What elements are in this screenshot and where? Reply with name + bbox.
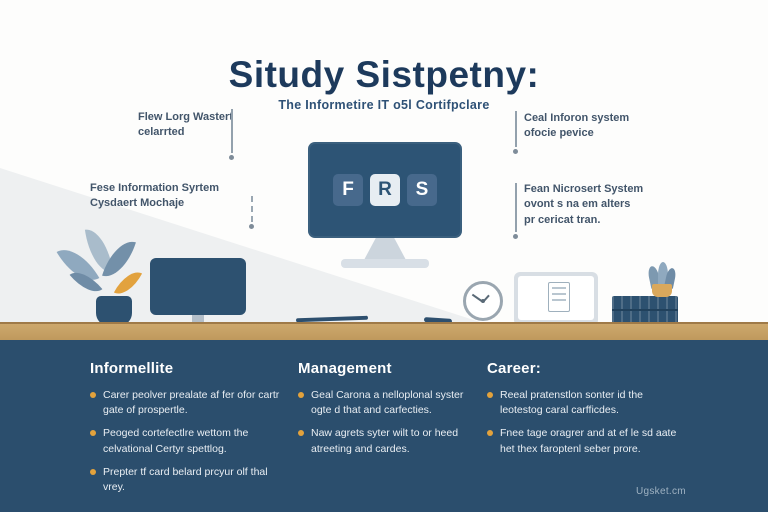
callout-mid-left: Fese Information Syrtem Cysdaert Mochaje	[90, 181, 219, 212]
bullet-item: Reeal pratenstlon sonter id the leotesto…	[487, 388, 687, 418]
bullet-dot-icon	[298, 392, 304, 398]
clock-icon	[463, 281, 503, 321]
hero-monitor-screen: F R S	[308, 142, 462, 238]
small-plant-leaf-icon	[658, 262, 668, 288]
letter-box-r: R	[370, 174, 400, 206]
plant-vase-icon	[96, 296, 132, 326]
watermark-credit: Ugsket.cm	[636, 486, 686, 497]
bullet-text: Reeal pratenstlon sonter id the leotesto…	[500, 389, 644, 417]
connector-line	[231, 109, 233, 153]
small-plant-pot-icon	[652, 284, 672, 297]
callout-line: celarrted	[138, 126, 185, 139]
bullet-dot-icon	[298, 430, 304, 437]
document-text-line	[552, 287, 566, 289]
bullet-item: Carer peolver prealate af fer ofor cartr…	[90, 388, 282, 418]
callout-mid-right: Fean Nicrosert System ovont s na em alte…	[524, 182, 643, 228]
connector-dot	[229, 155, 234, 160]
panel-column-management: Management Geal Carona a nelloplonal sys…	[298, 360, 476, 465]
bullet-item: Geal Carona a nelloplonal syster ogte d …	[298, 388, 476, 418]
connector-line	[515, 111, 517, 147]
bullet-dot-icon	[90, 392, 96, 398]
column-heading: Career:	[487, 360, 541, 377]
bullet-dot-icon	[90, 468, 96, 475]
callout-top-right: Ceal Inforon system ofocie pevice	[524, 111, 629, 142]
panel-column-career: Career: Reeal pratenstlon sonter id the …	[487, 360, 687, 465]
connector-dashed-line	[251, 196, 253, 222]
bullet-item: Naw agrets syter wilt to or heed atreeti…	[298, 426, 476, 456]
callout-line: ofocie pevice	[524, 127, 594, 140]
panel-column-informellite: Informellite Carer peolver prealate af f…	[90, 360, 282, 503]
bullet-item: Prepter tf card belard prcyur olf thal v…	[90, 465, 282, 495]
bullet-text: Fnee tage oragrer and at ef le sd aate h…	[500, 427, 677, 455]
frs-letter-group: F R S	[333, 174, 437, 206]
connector-dot	[249, 224, 254, 229]
connector-dot	[513, 149, 518, 154]
bullet-item: Fnee tage oragrer and at ef le sd aate h…	[487, 426, 687, 456]
desk-monitor-icon	[150, 258, 246, 315]
connector-dot	[513, 234, 518, 239]
letter-box-f: F	[333, 174, 363, 206]
bullet-dot-icon	[487, 430, 493, 437]
bullet-text: Peoged cortefectlre wettom the celvation…	[103, 427, 249, 455]
poster-title: Situdy Sistpetny:	[228, 54, 540, 95]
bullet-dot-icon	[487, 392, 493, 398]
callout-line: Cysdaert Mochaje	[90, 197, 185, 210]
connector-line	[515, 183, 517, 232]
drawer-shelf-icon	[612, 296, 678, 326]
letter-box-s: S	[407, 174, 437, 206]
desk-surface	[0, 322, 768, 340]
callout-line: ovont s na em alters	[524, 198, 631, 211]
column-heading: Management	[298, 360, 392, 377]
column-heading: Informellite	[90, 360, 174, 377]
bullet-dot-icon	[90, 430, 96, 437]
callout-line: pr cericat tran.	[524, 213, 601, 226]
desk-monitor-stand-neck	[192, 315, 204, 322]
poster-subtitle: The Informetire IT o5l Cortifpclare	[278, 98, 490, 112]
bullet-item: Peoged cortefectlre wettom the celvation…	[90, 426, 282, 456]
document-text-line	[552, 299, 566, 301]
hero-monitor-stand-base	[341, 259, 429, 268]
document-text-line	[552, 293, 566, 295]
bullet-text: Geal Carona a nelloplonal syster ogte d …	[311, 389, 464, 417]
callout-line: Fean Nicrosert System	[524, 183, 644, 195]
clock-center-dot	[481, 299, 485, 303]
callout-line: Ceal Inforon system	[524, 112, 630, 124]
callout-line: Flew Lorg Wastert	[138, 111, 233, 123]
bullet-text: Naw agrets syter wilt to or heed atreeti…	[311, 427, 459, 455]
bullet-text: Carer peolver prealate af fer ofor cartr…	[103, 389, 280, 417]
info-panel: Informellite Carer peolver prealate af f…	[0, 340, 768, 512]
callout-line: Fese Information Syrtem	[90, 182, 219, 194]
bullet-text: Prepter tf card belard prcyur olf thal v…	[103, 465, 268, 494]
hero-monitor-stand-neck	[364, 238, 406, 260]
document-icon	[548, 282, 570, 312]
callout-top-left: Flew Lorg Wastert celarrted	[138, 110, 233, 141]
